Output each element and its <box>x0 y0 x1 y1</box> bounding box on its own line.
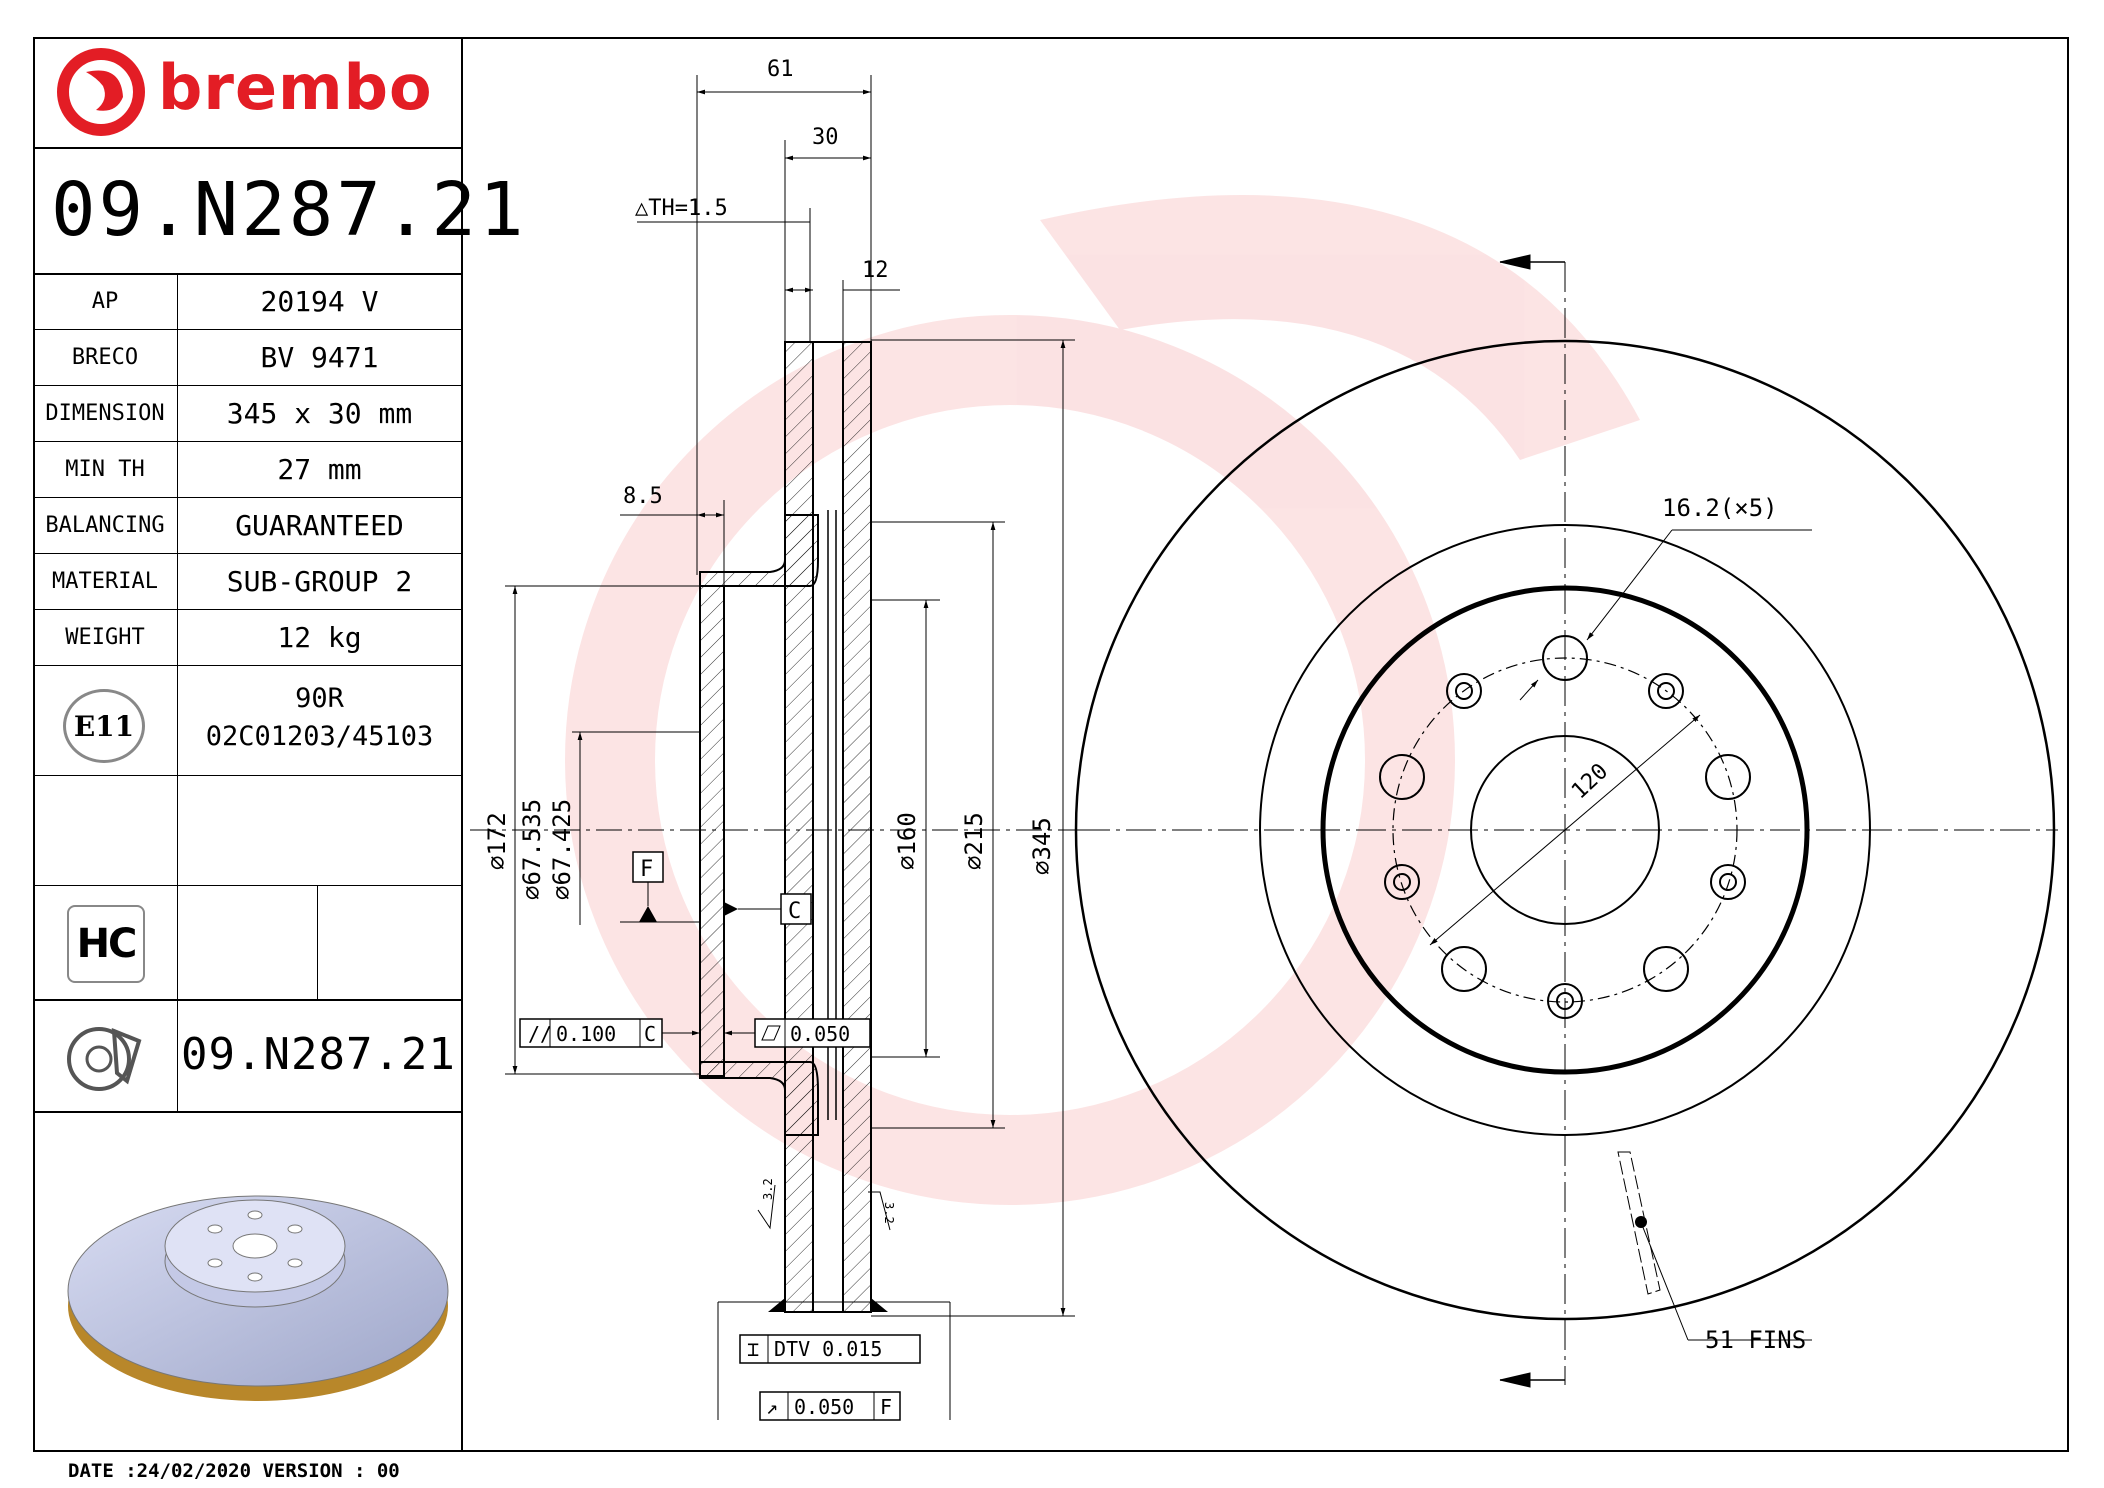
drawing-frame <box>33 37 2069 1452</box>
spec-row: MIN TH 27 mm <box>33 441 461 498</box>
date-version: DATE :24/02/2020 VERSION : 00 <box>68 1460 400 1482</box>
spec-value: GUARANTEED <box>235 508 404 542</box>
dim-215: ⌀215 <box>960 812 988 870</box>
brand-name: brembo <box>158 51 433 124</box>
tol-parallel: 0.100 <box>556 1022 616 1046</box>
spec-key: BALANCING <box>33 497 178 553</box>
tol-parallel-ref: C <box>644 1022 656 1046</box>
spec-row: DIMENSION 345 x 30 mm <box>33 385 461 442</box>
spec-key: DIMENSION <box>33 385 178 441</box>
spec-key: BRECO <box>33 329 178 385</box>
svg-text:⌶: ⌶ <box>747 1337 759 1361</box>
blank-row <box>33 775 461 886</box>
approval-row: E11 90R 02C01203/45103 <box>33 663 461 776</box>
dim-67-535: ⌀67.535 <box>518 799 546 900</box>
spec-key: WEIGHT <box>33 609 178 665</box>
datum-c: C <box>788 899 801 924</box>
approval-line1: 90R <box>295 683 344 714</box>
pcd: 120 <box>1567 759 1613 804</box>
dim-12: 12 <box>862 258 889 283</box>
spec-row: AP 20194 V <box>33 273 461 330</box>
part-number: 09.N287.21 <box>51 167 527 253</box>
runout-ref: F <box>880 1395 892 1419</box>
brake-disc-image <box>67 1195 449 1401</box>
runout: 0.050 <box>794 1395 854 1419</box>
dim-th: △TH=1.5 <box>635 196 728 221</box>
spec-value: 345 x 30 mm <box>226 396 413 430</box>
datum-f: F <box>640 857 653 882</box>
disc-render <box>33 1111 461 1450</box>
spec-key: MATERIAL <box>33 553 178 609</box>
spec-row: BRECO BV 9471 <box>33 329 461 386</box>
spec-key: MIN TH <box>33 441 178 497</box>
dim-8-5: 8.5 <box>623 484 663 509</box>
approval-line2: 02C01203/45103 <box>205 721 434 752</box>
brembo-logo-icon <box>57 48 145 136</box>
svg-text://: // <box>528 1022 552 1046</box>
hc-icon: HC <box>67 905 145 983</box>
spec-value: BV 9471 <box>260 340 379 374</box>
dtv: DTV 0.015 <box>774 1337 882 1361</box>
brand-logo: brembo <box>33 37 461 149</box>
hc-row: HC <box>33 885 461 1001</box>
tol-flatness: 0.050 <box>790 1022 850 1046</box>
rough-right: 3.2 <box>882 1202 896 1224</box>
spec-row: BALANCING GUARANTEED <box>33 497 461 554</box>
spec-value: 27 mm <box>277 452 362 486</box>
spec-value: SUB-GROUP 2 <box>226 564 413 598</box>
holes: 16.2(×5) <box>1662 494 1778 522</box>
spec-value: 20194 V <box>260 284 379 318</box>
rough-left: 3.2 <box>761 1178 775 1200</box>
svg-text:↗: ↗ <box>766 1395 778 1419</box>
dim-172: ⌀172 <box>483 812 511 870</box>
dim-345: ⌀345 <box>1028 817 1056 875</box>
spec-row: MATERIAL SUB-GROUP 2 <box>33 553 461 610</box>
brembo-watermark <box>565 195 1640 1205</box>
dim-61: 61 <box>767 57 794 82</box>
spec-value: 12 kg <box>277 620 362 654</box>
bolt-holes <box>1379 635 1751 1019</box>
part-number-footer-row: 09.N287.21 <box>33 999 461 1113</box>
fins: 51 FINS <box>1705 1326 1806 1354</box>
dim-30: 30 <box>812 125 839 150</box>
footer-part-number: 09.N287.21 <box>181 1029 456 1080</box>
spec-row: WEIGHT 12 kg <box>33 609 461 666</box>
spec-key: AP <box>33 273 178 329</box>
disc-caliper-icon <box>67 1027 142 1091</box>
dim-67-425: ⌀67.425 <box>548 799 576 900</box>
cross-section <box>699 341 872 1313</box>
title-block: brembo 09.N287.21 AP 20194 V BRECO BV 94… <box>33 37 524 1452</box>
part-number-header: 09.N287.21 <box>33 147 524 275</box>
e11-approval-icon: E11 <box>63 689 145 763</box>
dim-160: ⌀160 <box>893 812 921 870</box>
